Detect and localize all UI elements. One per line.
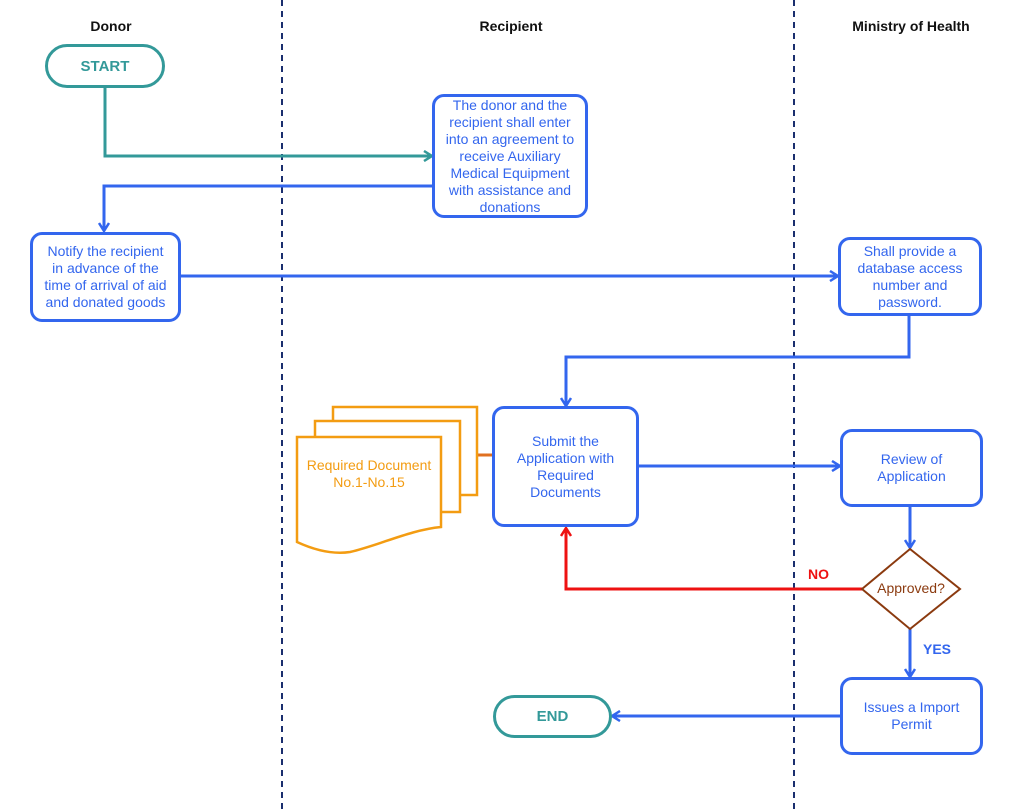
review-label: Review of Application: [877, 451, 946, 484]
lane-title-recipient: Recipient: [479, 18, 543, 34]
review-process[interactable]: Review of Application: [840, 429, 983, 507]
agreement-process[interactable]: The donor and the recipient shall enter …: [432, 94, 588, 218]
submit-label: Submit the Application with Required Doc…: [516, 432, 615, 500]
edge-approved-no-to-submit: [566, 528, 862, 591]
issue-permit-label: Issues a Import Permit: [863, 699, 960, 732]
edge-label-yes: YES: [923, 641, 952, 657]
approved-label[interactable]: Approved?: [877, 580, 945, 596]
provide-access-label: Shall provide a database access number a…: [857, 242, 963, 310]
lane-title-ministry: Ministry of Health: [852, 18, 970, 34]
decision-approved-shape: [860, 547, 962, 631]
end-label: END: [536, 708, 569, 725]
documents-shape: [295, 405, 479, 554]
edge-agreement-to-notify: [104, 184, 432, 231]
notify-label: Notify the recipient in advance of the t…: [44, 243, 167, 310]
lane-title-donor: Donor: [90, 18, 132, 34]
edge-provide-access-to-submit: [566, 316, 911, 406]
submit-process[interactable]: Submit the Application with Required Doc…: [492, 406, 639, 527]
end-terminal[interactable]: END: [493, 695, 612, 738]
agreement-label: The donor and the recipient shall enter …: [445, 96, 575, 215]
start-terminal[interactable]: START: [45, 44, 165, 88]
documents-label[interactable]: Required Document No.1-No.15: [306, 457, 432, 490]
provide-access-process[interactable]: Shall provide a database access number a…: [838, 237, 982, 316]
issue-permit-process[interactable]: Issues a Import Permit: [840, 677, 983, 755]
edge-start-to-agreement: [103, 87, 432, 156]
notify-process[interactable]: Notify the recipient in advance of the t…: [30, 232, 181, 322]
edge-label-no: NO: [808, 566, 829, 582]
start-label: START: [80, 57, 130, 75]
